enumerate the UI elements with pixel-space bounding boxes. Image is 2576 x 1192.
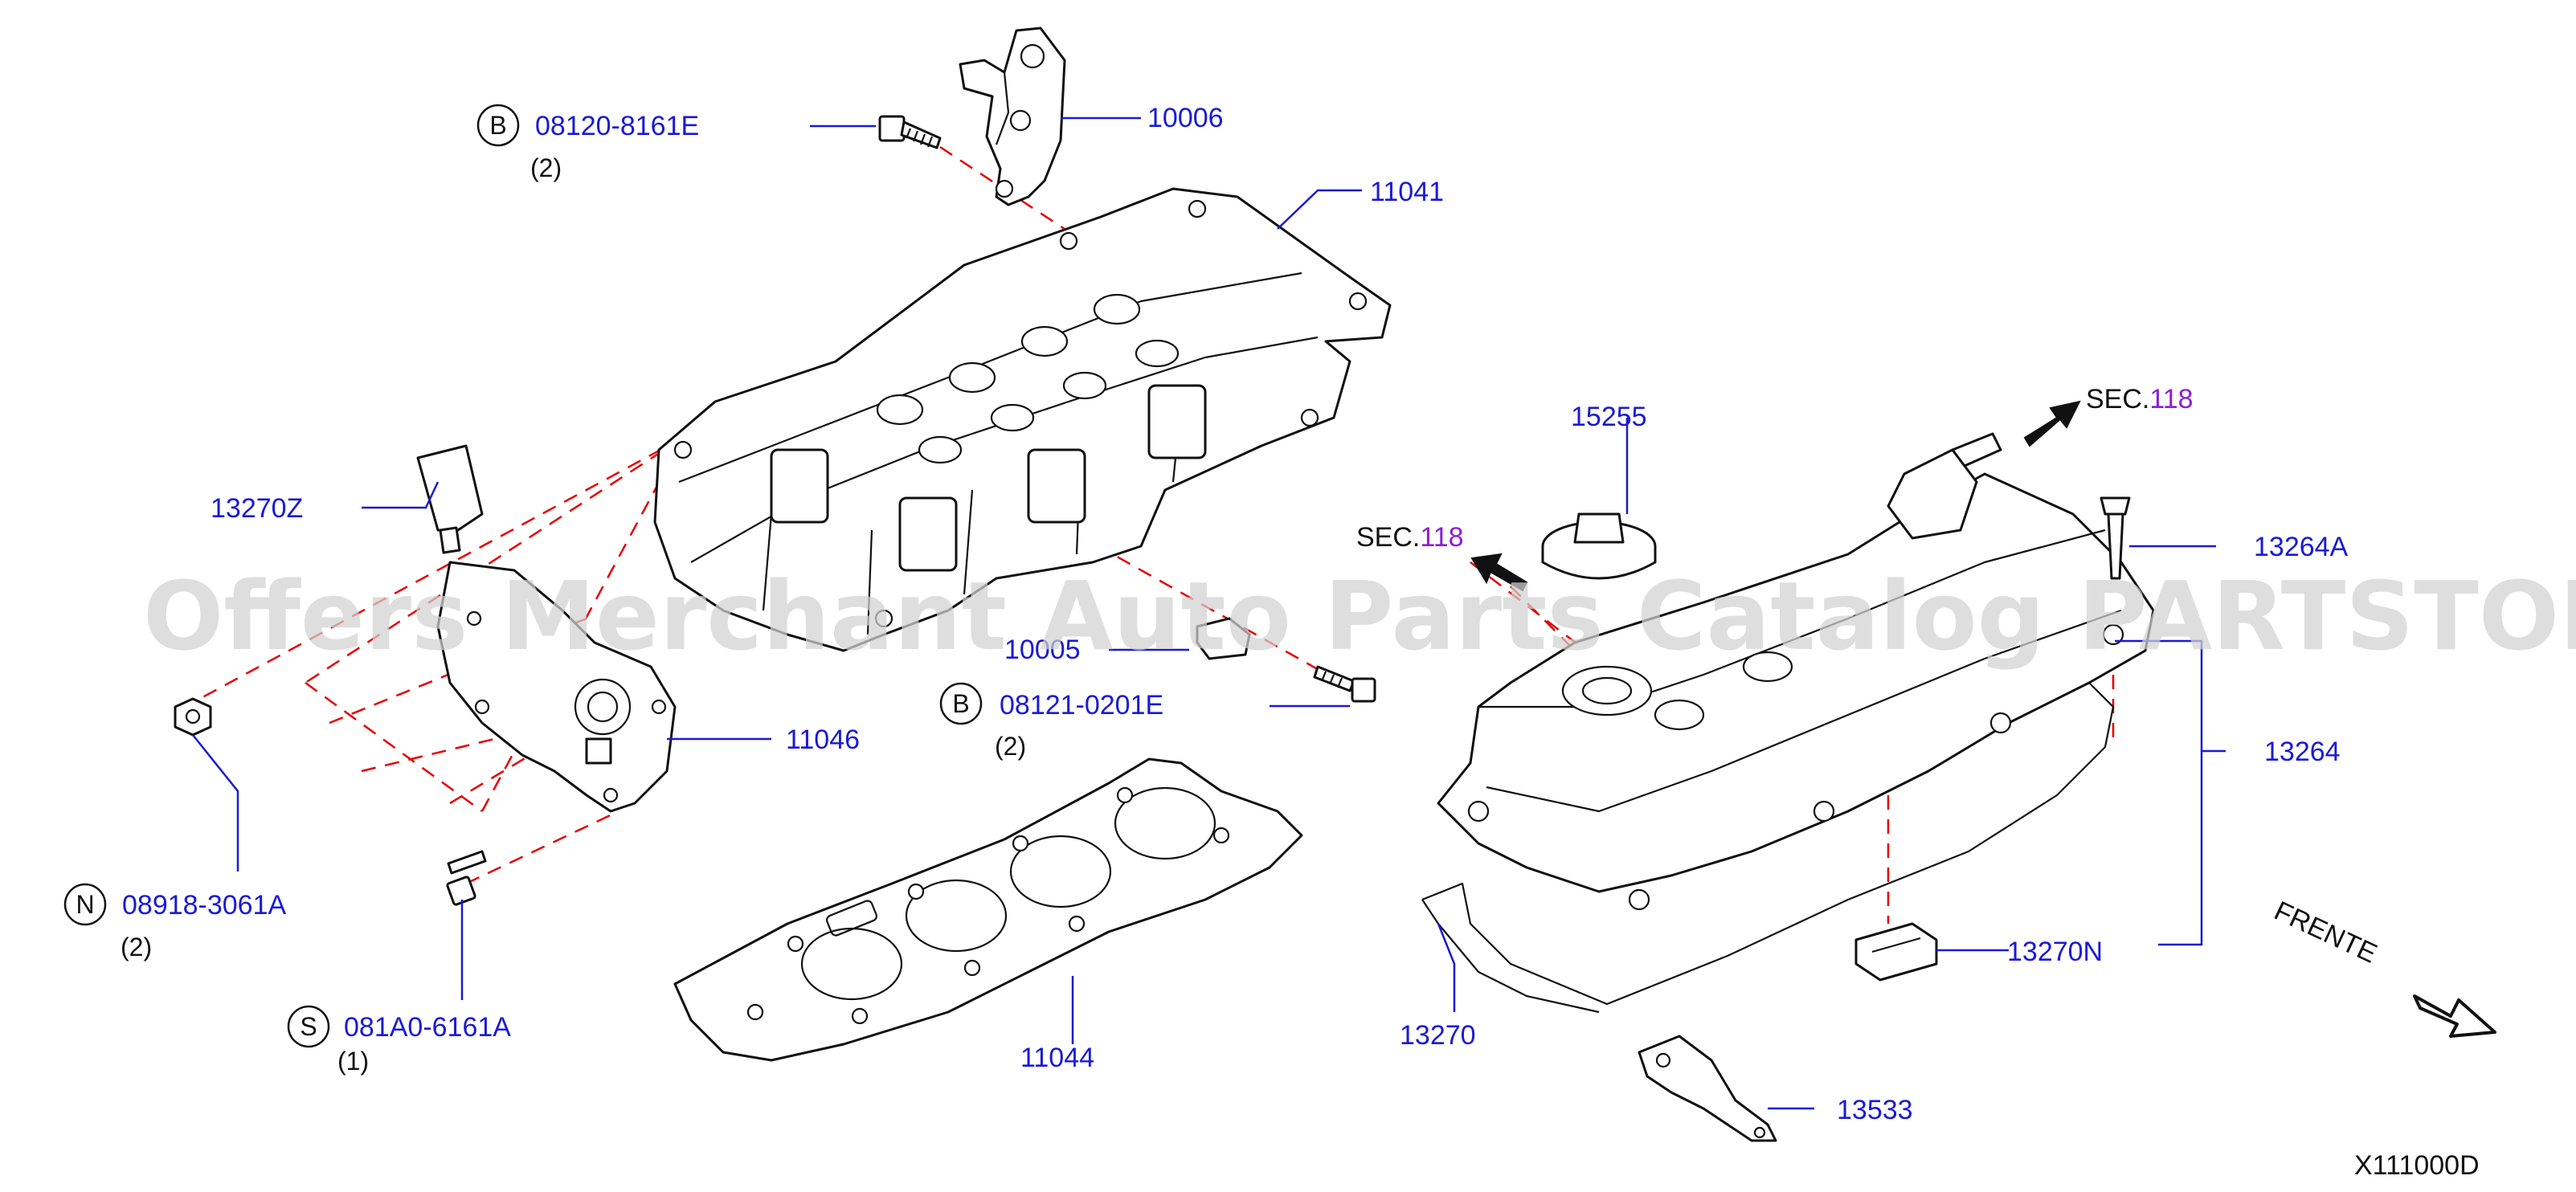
callout-b-lower[interactable]: B 08121-0201E (2) (939, 682, 1163, 761)
fastener-code-letter: N (76, 890, 94, 919)
sec-prefix: SEC. (1356, 522, 1420, 553)
rocker-gasket-13270[interactable] (1421, 682, 2115, 1014)
part-label-13264a[interactable]: 13264A (2254, 532, 2349, 562)
part-label-11041[interactable]: 11041 (1370, 177, 1444, 207)
oil-filler-cap-15255[interactable] (1541, 512, 1657, 580)
quantity-label: (2) (995, 732, 1026, 761)
diagram-id: X111000D (2354, 1150, 2480, 1181)
part-label-13264[interactable]: 13264 (2264, 737, 2341, 767)
front-cover-11046[interactable] (436, 561, 677, 813)
cylinder-head-11041[interactable] (653, 187, 1392, 652)
part-label-13270n[interactable]: 13270N (2007, 937, 2103, 967)
fastener-code-letter: S (300, 1012, 317, 1041)
part-number-label[interactable]: 08121-0201E (1000, 690, 1163, 721)
part-number-label[interactable]: 08918-3061A (122, 890, 287, 921)
callout-circle (63, 883, 107, 926)
sec-reference-left[interactable]: SEC.118 (1356, 522, 1464, 553)
part-label-11046[interactable]: 11046 (786, 725, 860, 755)
direction-label: FRENTE (2270, 896, 2382, 970)
rocker-cover[interactable] (1437, 432, 2155, 911)
part-label-11044[interactable]: 11044 (1020, 1043, 1094, 1073)
sealant-tube-13270z[interactable] (416, 444, 484, 554)
sec-number: 118 (2149, 384, 2193, 414)
callout-circle (287, 1005, 330, 1048)
quantity-label: (2) (530, 153, 562, 182)
part-number-label[interactable]: 081A0-6161A (344, 1012, 511, 1043)
engine-bracket-10006[interactable] (959, 27, 1066, 206)
fastener-code-letter: B (489, 111, 506, 140)
part-label-13270z[interactable]: 13270Z (211, 493, 303, 524)
watermark-text: Offers Merchant Auto Parts Catalog PARTS… (143, 561, 2576, 672)
leader-lines (192, 116, 2226, 1110)
quantity-label: (1) (337, 1047, 369, 1076)
part-label-10005[interactable]: 10005 (1004, 635, 1081, 665)
sec-number: 118 (1420, 522, 1463, 553)
callout-s[interactable]: S 081A0-6161A (1) (287, 1005, 511, 1076)
nut-08918-3061A[interactable] (174, 697, 212, 737)
sec-arrow-upper (2023, 400, 2081, 447)
part-number-label[interactable]: 08120-8161E (535, 111, 699, 141)
callout-circle (939, 682, 983, 725)
part-label-13270[interactable]: 13270 (1400, 1020, 1476, 1051)
quantity-label: (2) (121, 933, 152, 961)
part-label-15255[interactable]: 15255 (1571, 402, 1647, 432)
bracket-13533[interactable] (1638, 1035, 1777, 1142)
seal-13270n[interactable] (1854, 922, 1938, 982)
sec-prefix: SEC. (2086, 384, 2149, 414)
bolt-08120-8161E[interactable] (878, 115, 942, 149)
sec-arrow-left (1470, 553, 1528, 592)
callout-b-upper[interactable]: B 08120-8161E (2) (476, 104, 699, 182)
part-label-13533[interactable]: 13533 (1837, 1095, 1913, 1125)
callout-n[interactable]: N 08918-3061A (2) (63, 883, 287, 961)
head-gasket-11044[interactable] (673, 757, 1303, 1062)
sec-reference-upper[interactable]: SEC.118 (2086, 384, 2194, 414)
fastener-code-letter: B (952, 689, 969, 718)
bolt-081A0-6161A[interactable] (446, 850, 487, 906)
bolt-08121-0201E[interactable] (1313, 665, 1376, 703)
bolt-13264a[interactable] (2100, 496, 2131, 580)
callout-circle (476, 104, 520, 147)
part-label-10006[interactable]: 10006 (1147, 103, 1224, 133)
part-10005[interactable] (1196, 617, 1251, 660)
front-direction-arrow (2413, 994, 2496, 1038)
